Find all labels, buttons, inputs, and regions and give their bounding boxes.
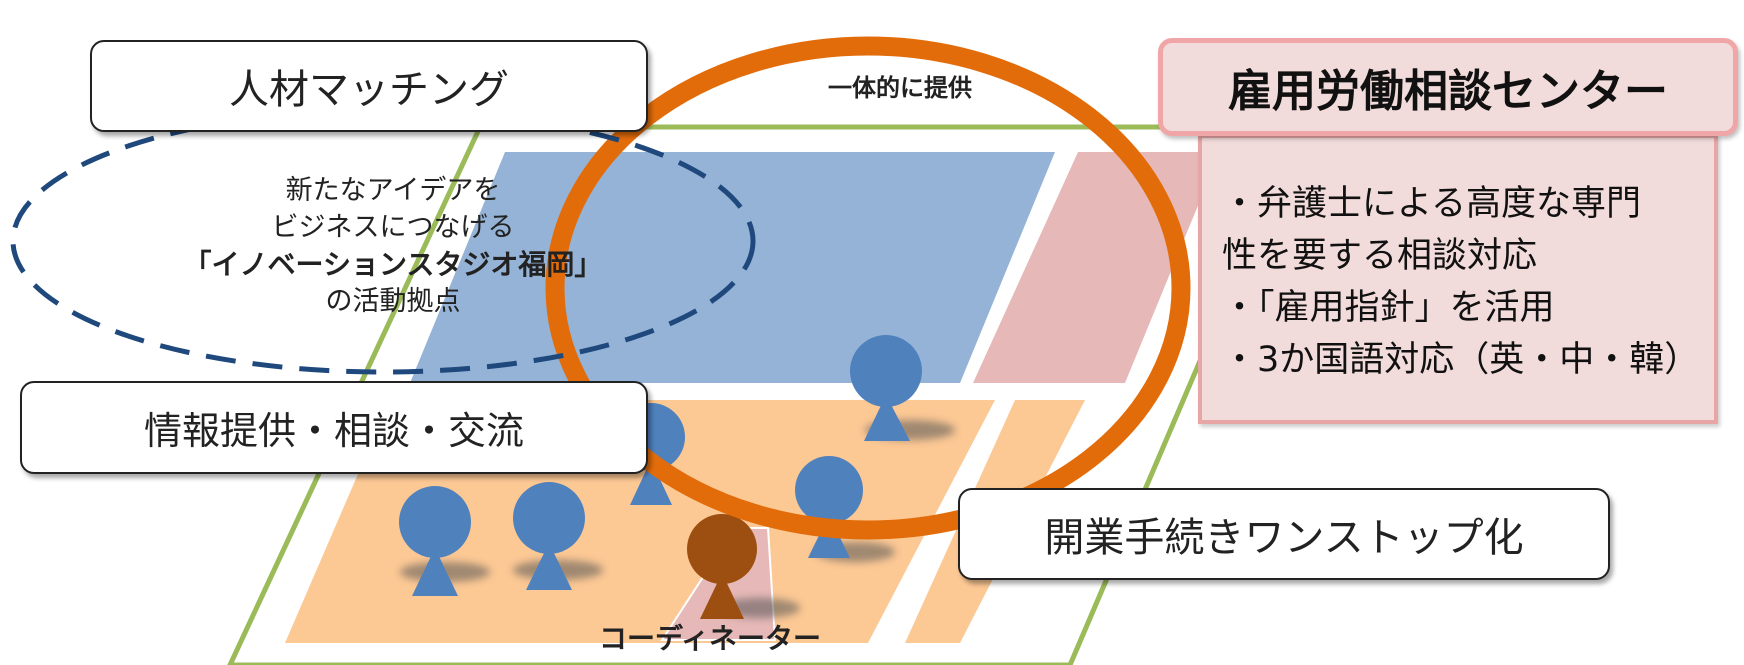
center-title: 雇用労働相談センター: [1158, 38, 1738, 136]
joho-box: 情報提供・相談・交流: [20, 381, 648, 474]
innovation-line-3: 「イノベーションスタジオ福岡」: [183, 248, 603, 281]
joho-label: 情報提供・相談・交流: [143, 409, 524, 453]
coordinator-label: コーディネーター: [598, 622, 822, 655]
innovation-line-2: ビジネスにつなげる: [271, 212, 515, 243]
integration-ring: [545, 36, 1191, 540]
center-description: ・弁護士による高度な専門 性を要する相談対応 ・「雇用指針」を活用 ・3か国語対…: [1198, 134, 1718, 424]
person-icon: [850, 335, 922, 441]
innovation-line-1: 新たなアイデアを: [285, 175, 501, 206]
center-line-2: 性を要する相談対応: [1222, 236, 1538, 276]
ittai-label: 一体的に提供: [828, 74, 972, 102]
innovation-line-4: の活動拠点: [325, 286, 461, 317]
person-icon: [399, 486, 471, 596]
jinzai-matching-box: 人材マッチング: [90, 40, 648, 132]
center-line-3: ・「雇用指針」を活用: [1222, 288, 1555, 328]
kaigyo-label: 開業手続きワンストップ化: [1044, 515, 1524, 561]
kaigyo-box: 開業手続きワンストップ化: [958, 488, 1610, 580]
floor-outline: [227, 124, 1304, 665]
center-line-4: ・3か国語対応（英・中・韓）: [1222, 340, 1700, 380]
innovation-text: 新たなアイデアを ビジネスにつなげる 「イノベーションスタジオ福岡」 の活動拠点: [128, 172, 658, 320]
person-icon: [513, 482, 585, 590]
center-line-1: ・弁護士による高度な専門: [1222, 184, 1641, 224]
jinzai-matching-label: 人材マッチング: [229, 67, 509, 113]
coordinator-person-icon: [687, 514, 757, 619]
